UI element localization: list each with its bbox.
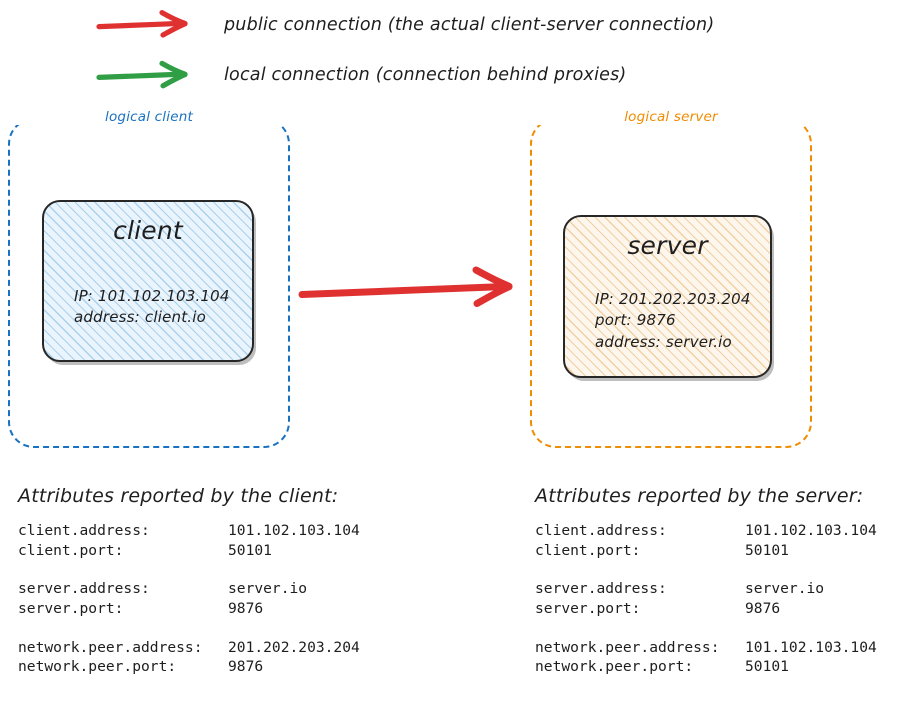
legend-item-public: public connection (the actual client-ser… (96, 8, 714, 42)
client-attributes-title: Attributes reported by the client: (18, 485, 339, 507)
server-attributes-table: client.address: 101.102.103.104 client.p… (535, 521, 877, 677)
attr-key: client.port: (535, 541, 641, 559)
table-row-spacer (18, 560, 360, 579)
legend: public connection (the actual client-ser… (0, 0, 900, 105)
server-node-details: IP: 201.202.203.204 port: 9876 address: … (595, 289, 751, 353)
table-row: server.address: server.io (18, 579, 360, 599)
logical-client-label-wrap: logical client (10, 109, 288, 125)
attr-key: network.peer.port: (535, 658, 694, 676)
attr-key: network.peer.address: (18, 638, 203, 656)
server-attributes-title: Attributes reported by the server: (535, 485, 864, 507)
attr-value: 50101 (228, 541, 272, 559)
server-node: server IP: 201.202.203.204 port: 9876 ad… (563, 215, 772, 378)
logical-server-label: logical server (616, 109, 726, 125)
table-row: client.port: 50101 (18, 541, 360, 561)
red-arrow-icon (96, 10, 188, 38)
attr-value: 201.202.203.204 (228, 638, 360, 656)
table-row-spacer (535, 619, 877, 638)
client-attributes-panel: Attributes reported by the client: clien… (18, 485, 360, 677)
table-row-spacer (18, 619, 360, 638)
attr-value: 50101 (745, 541, 789, 559)
client-node-title: client (113, 216, 183, 245)
server-node-detail-address: address: server.io (595, 332, 732, 351)
table-row: server.port: 9876 (535, 599, 877, 619)
server-node-detail-ip: IP: 201.202.203.204 (595, 290, 751, 308)
legend-label-local: local connection (connection behind prox… (224, 65, 627, 85)
table-row: network.peer.address: 101.102.103.104 (535, 638, 877, 658)
attr-key: client.port: (18, 541, 124, 559)
server-attributes-panel: Attributes reported by the server: clien… (535, 485, 877, 677)
table-row: server.address: server.io (535, 579, 877, 599)
logical-client-label: logical client (97, 109, 201, 125)
client-node: client IP: 101.102.103.104 address: clie… (42, 200, 254, 362)
green-arrow-icon (96, 60, 188, 89)
public-connection-arrow-icon (298, 266, 513, 307)
client-node-details: IP: 101.102.103.104 address: client.io (74, 286, 230, 329)
attr-key: server.port: (18, 600, 124, 618)
attr-value: 50101 (745, 658, 789, 676)
attr-key: network.peer.address: (535, 638, 720, 656)
client-attributes-table: client.address: 101.102.103.104 client.p… (18, 521, 360, 677)
server-node-detail-port: port: 9876 (595, 311, 676, 330)
logical-client-container: logical client (8, 109, 290, 448)
logical-server-container: logical server (530, 109, 812, 448)
table-row: network.peer.port: 50101 (535, 657, 877, 677)
logical-server-label-wrap: logical server (532, 109, 810, 125)
attr-key: server.address: (18, 580, 150, 598)
table-row: network.peer.address: 201.202.203.204 (18, 638, 360, 658)
attr-value: server.io (745, 580, 825, 598)
attr-key: server.port: (535, 600, 641, 618)
table-row: client.port: 50101 (535, 541, 877, 561)
client-node-detail-address: address: client.io (74, 308, 206, 327)
attr-value: 101.102.103.104 (228, 522, 360, 539)
table-row: client.address: 101.102.103.104 (18, 521, 360, 541)
table-row: server.port: 9876 (18, 599, 360, 619)
client-node-detail-ip: IP: 101.102.103.104 (74, 287, 230, 305)
attr-key: client.address: (535, 522, 667, 539)
attr-key: network.peer.port: (18, 658, 177, 676)
legend-label-public: public connection (the actual client-ser… (224, 15, 715, 35)
attr-key: server.address: (535, 580, 667, 598)
table-row-spacer (535, 560, 877, 579)
server-node-title: server (627, 231, 708, 260)
table-row: client.address: 101.102.103.104 (535, 521, 877, 541)
attr-value: 9876 (228, 658, 264, 676)
attr-value: 101.102.103.104 (745, 522, 877, 539)
attr-value: server.io (228, 580, 308, 598)
attr-value: 9876 (228, 600, 264, 618)
attr-key: client.address: (18, 522, 150, 539)
attr-value: 101.102.103.104 (745, 638, 877, 656)
table-row: network.peer.port: 9876 (18, 657, 360, 677)
attr-value: 9876 (745, 600, 781, 618)
legend-item-local: local connection (connection behind prox… (96, 58, 626, 92)
